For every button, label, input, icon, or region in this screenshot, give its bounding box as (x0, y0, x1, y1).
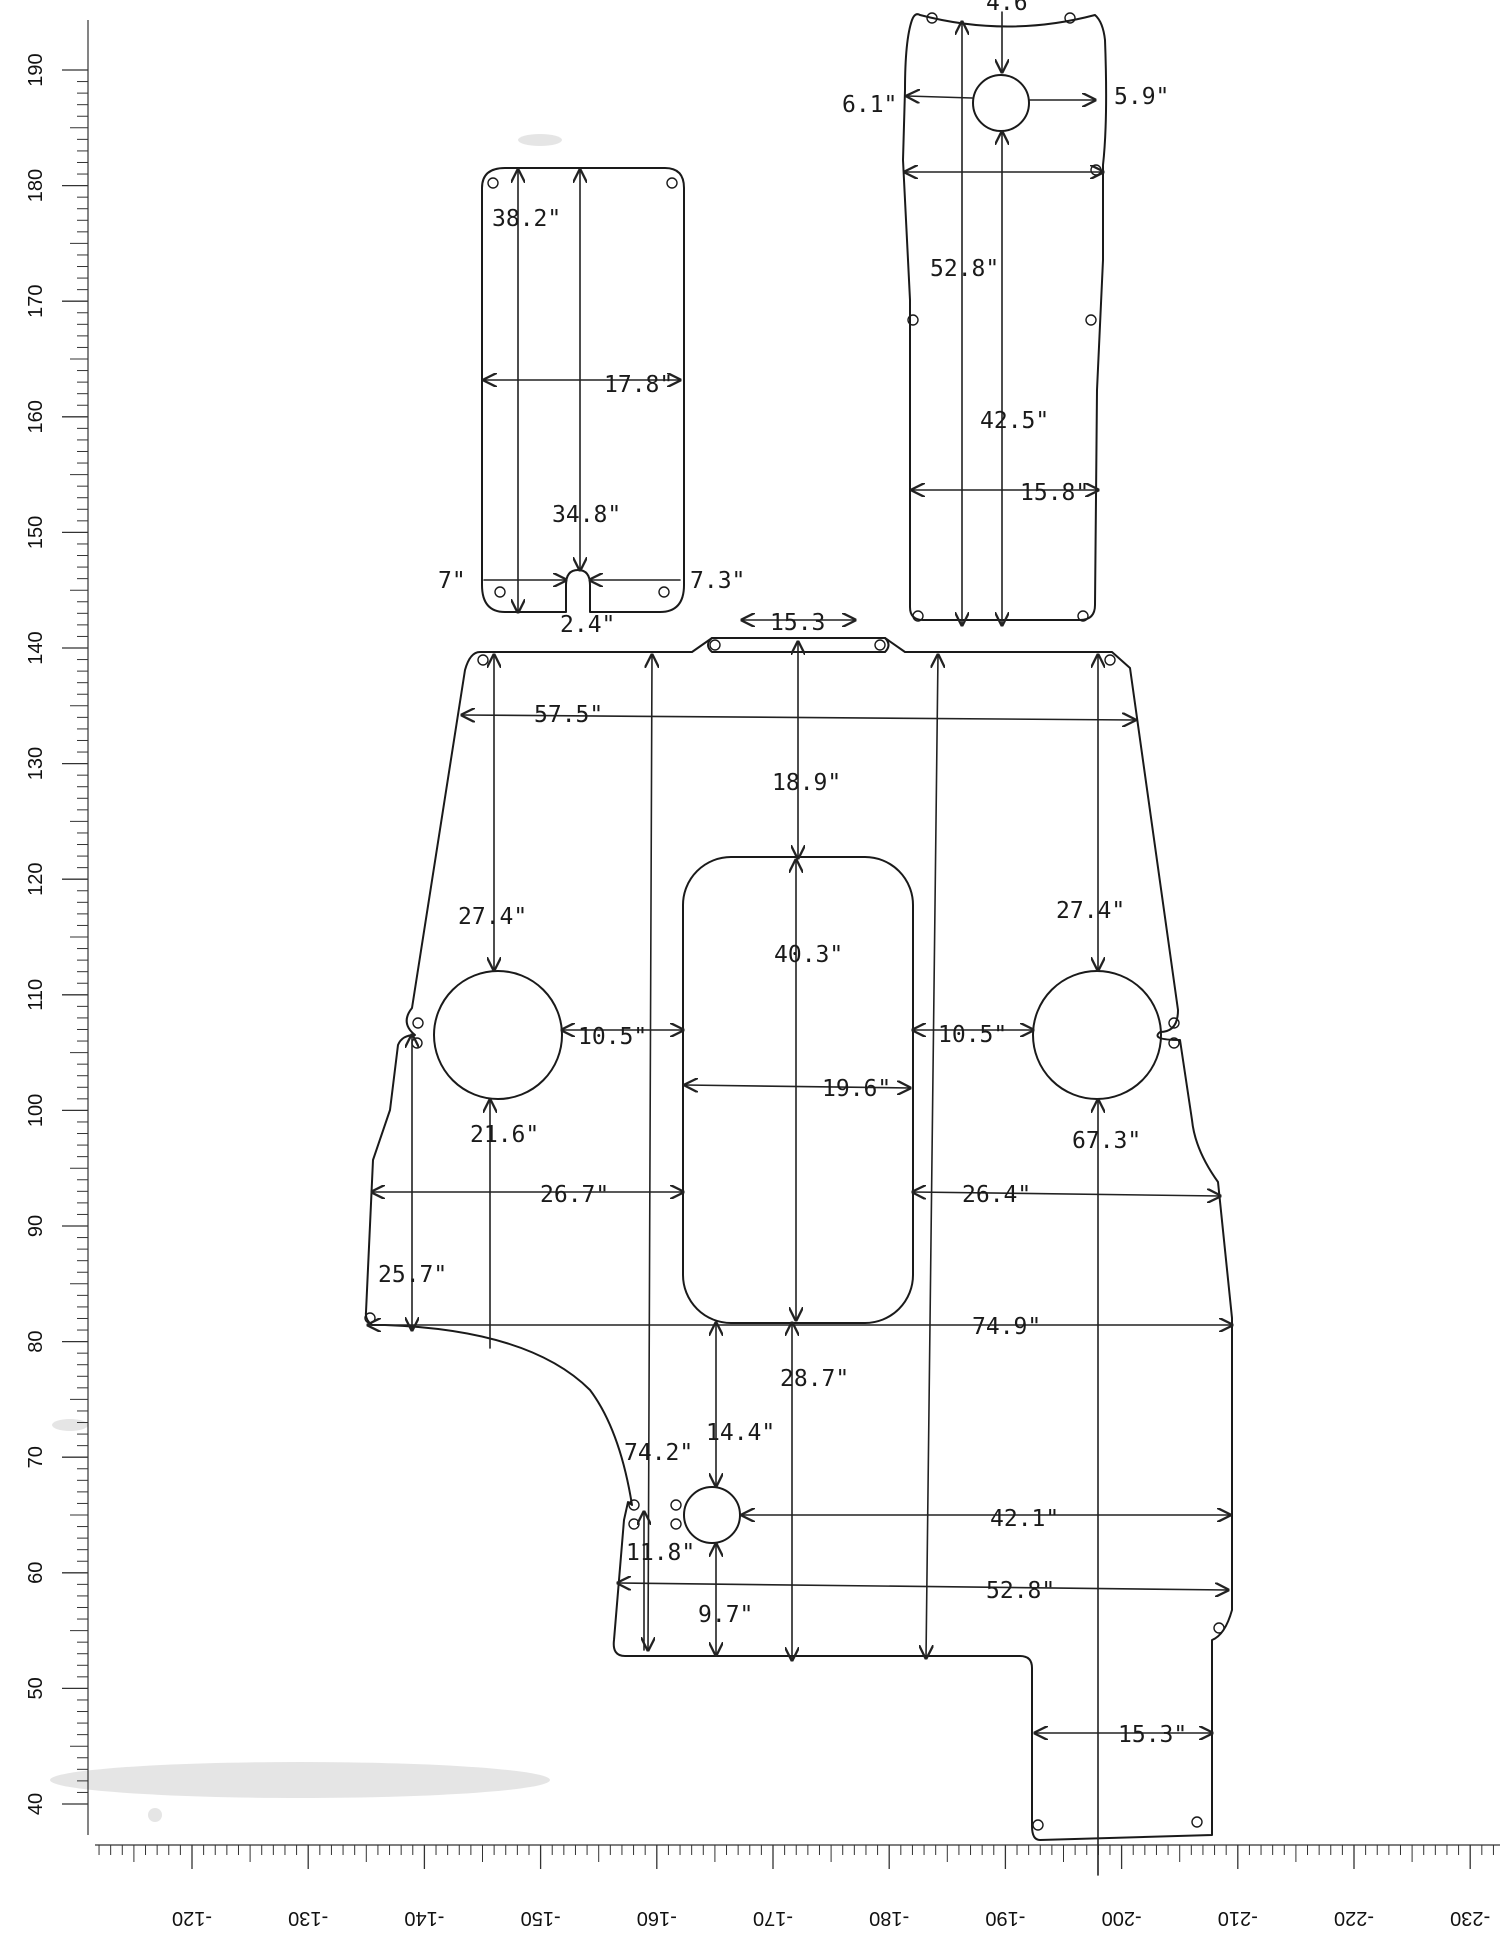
top-right-dimension-lines (905, 11, 1103, 625)
dim-label-top-left-length: 34.8" (552, 502, 621, 528)
dim-label-right-circle-top: 27.4" (1056, 898, 1125, 924)
dim-label-right-gap: 10.5" (938, 1022, 1007, 1048)
left-ruler-label: 110 (25, 979, 47, 1011)
dim-label-top-left-top: 38.2" (492, 206, 561, 232)
right-circle (1032, 970, 1162, 1100)
scan-smudges (50, 134, 562, 1822)
bottom-ruler: -120 -130 -140 -150 -160 -170 -180 -190 -200 -210… (95, 1844, 1500, 1929)
bottom-ruler-label: -120 (172, 1907, 212, 1929)
left-ruler-label: 80 (25, 1330, 47, 1352)
left-ruler-label: 40 (25, 1793, 47, 1815)
dim-label-left-long: 74.2" (624, 1440, 693, 1466)
dim-label-right-circle-bottom: 67.3" (1072, 1128, 1141, 1154)
left-ruler-label: 180 (25, 169, 47, 202)
left-ruler-label: 170 (25, 285, 47, 318)
left-ruler-label: 70 (25, 1446, 47, 1468)
bottom-ruler-label: -160 (637, 1907, 677, 1929)
left-ruler-label: 140 (25, 631, 47, 664)
dim-label-top-left-left: 7" (438, 568, 466, 594)
left-ruler-label: 130 (25, 747, 47, 780)
dim-label-top-tab: 15.3 (770, 610, 825, 636)
dim-label-top-width: 57.5" (534, 702, 603, 728)
dim-label-right-width: 26.4" (962, 1182, 1031, 1208)
dim-label-tail-width: 15.3" (1118, 1722, 1187, 1748)
dim-label-top-right-length-a: 52.8" (930, 256, 999, 282)
dim-label-full-width: 74.9" (972, 1314, 1041, 1340)
dim-label-center-top: 18.9" (772, 770, 841, 796)
bottom-ruler-label: -180 (869, 1907, 909, 1929)
left-ruler-label: 50 (25, 1677, 47, 1699)
left-circle (433, 970, 563, 1100)
left-ruler-label: 100 (25, 1094, 47, 1127)
dim-label-step: 11.8" (626, 1540, 695, 1566)
bottom-ruler-label: -200 (1102, 1907, 1142, 1929)
dim-label-top-right-top: 4.6" (986, 0, 1041, 16)
main-panel: 15.3 57.5" 18.9" 27.4" 27.4" 40.3" 10.5"… (364, 610, 1233, 1876)
dim-label-top-right-right: 5.9" (1114, 84, 1169, 110)
left-ruler-label: 60 (25, 1562, 47, 1584)
bottom-ruler-label: -190 (985, 1907, 1025, 1929)
left-ruler-label: 160 (25, 400, 47, 433)
dim-label-top-left-width: 17.8" (604, 372, 673, 398)
left-ruler: 190 180 170 160 150 140 130 120 110 100 90 80 70 60 50… (25, 20, 89, 1835)
dim-label-small-circle-top: 14.4" (706, 1420, 775, 1446)
dim-label-center-bottom: 28.7" (780, 1366, 849, 1392)
bottom-ruler-label: -220 (1334, 1907, 1374, 1929)
dim-label-cutout-length: 40.3" (774, 942, 843, 968)
top-right-screw-holes (907, 12, 1102, 622)
dim-label-small-circle-bottom: 9.7" (698, 1602, 753, 1628)
dim-label-top-left-notch: 2.4" (560, 612, 615, 638)
main-panel-outline (364, 637, 1233, 1841)
main-panel-dimension-lines (368, 620, 1232, 1876)
bottom-ruler-label: -230 (1450, 1907, 1490, 1929)
dim-label-small-circle-right: 42.1" (990, 1506, 1059, 1532)
dim-label-cutout-width: 19.6" (822, 1076, 891, 1102)
left-ruler-label: 120 (25, 863, 47, 896)
top-left-screw-holes (487, 177, 678, 598)
dim-label-lower-width: 52.8" (986, 1578, 1055, 1604)
main-panel-top-tab (707, 637, 890, 653)
dim-label-left-gap: 10.5" (578, 1024, 647, 1050)
dim-label-left-circle-top: 27.4" (458, 904, 527, 930)
bottom-ruler-label: -130 (288, 1907, 328, 1929)
dim-label-left-edge: 25.7" (378, 1262, 447, 1288)
top-left-dimension-lines (484, 170, 680, 612)
dim-label-top-left-right: 7.3" (690, 568, 745, 594)
dim-label-top-right-left: 6.1" (842, 92, 897, 118)
top-right-panel: 4.6" 6.1" 5.9" 52.8" 42.5" 15.8" (842, 0, 1169, 625)
dim-label-left-circle-bottom: 21.6" (470, 1122, 539, 1148)
left-ruler-label: 190 (25, 53, 47, 86)
top-right-circle (972, 74, 1030, 132)
left-ruler-label: 90 (25, 1215, 47, 1237)
top-left-panel: 38.2" 17.8" 34.8" 7" 7.3" 2.4" (438, 167, 745, 638)
left-ruler-label: 150 (25, 516, 47, 549)
dim-label-left-width: 26.7" (540, 1182, 609, 1208)
small-circle (683, 1486, 741, 1544)
dim-label-top-right-width: 15.8" (1020, 480, 1089, 506)
bottom-ruler-label: -150 (521, 1907, 561, 1929)
bottom-ruler-label: -210 (1218, 1907, 1258, 1929)
top-right-panel-outline (902, 13, 1108, 621)
dim-label-top-right-length-b: 42.5" (980, 408, 1049, 434)
bottom-ruler-label: -170 (753, 1907, 793, 1929)
bottom-ruler-label: -140 (404, 1907, 444, 1929)
